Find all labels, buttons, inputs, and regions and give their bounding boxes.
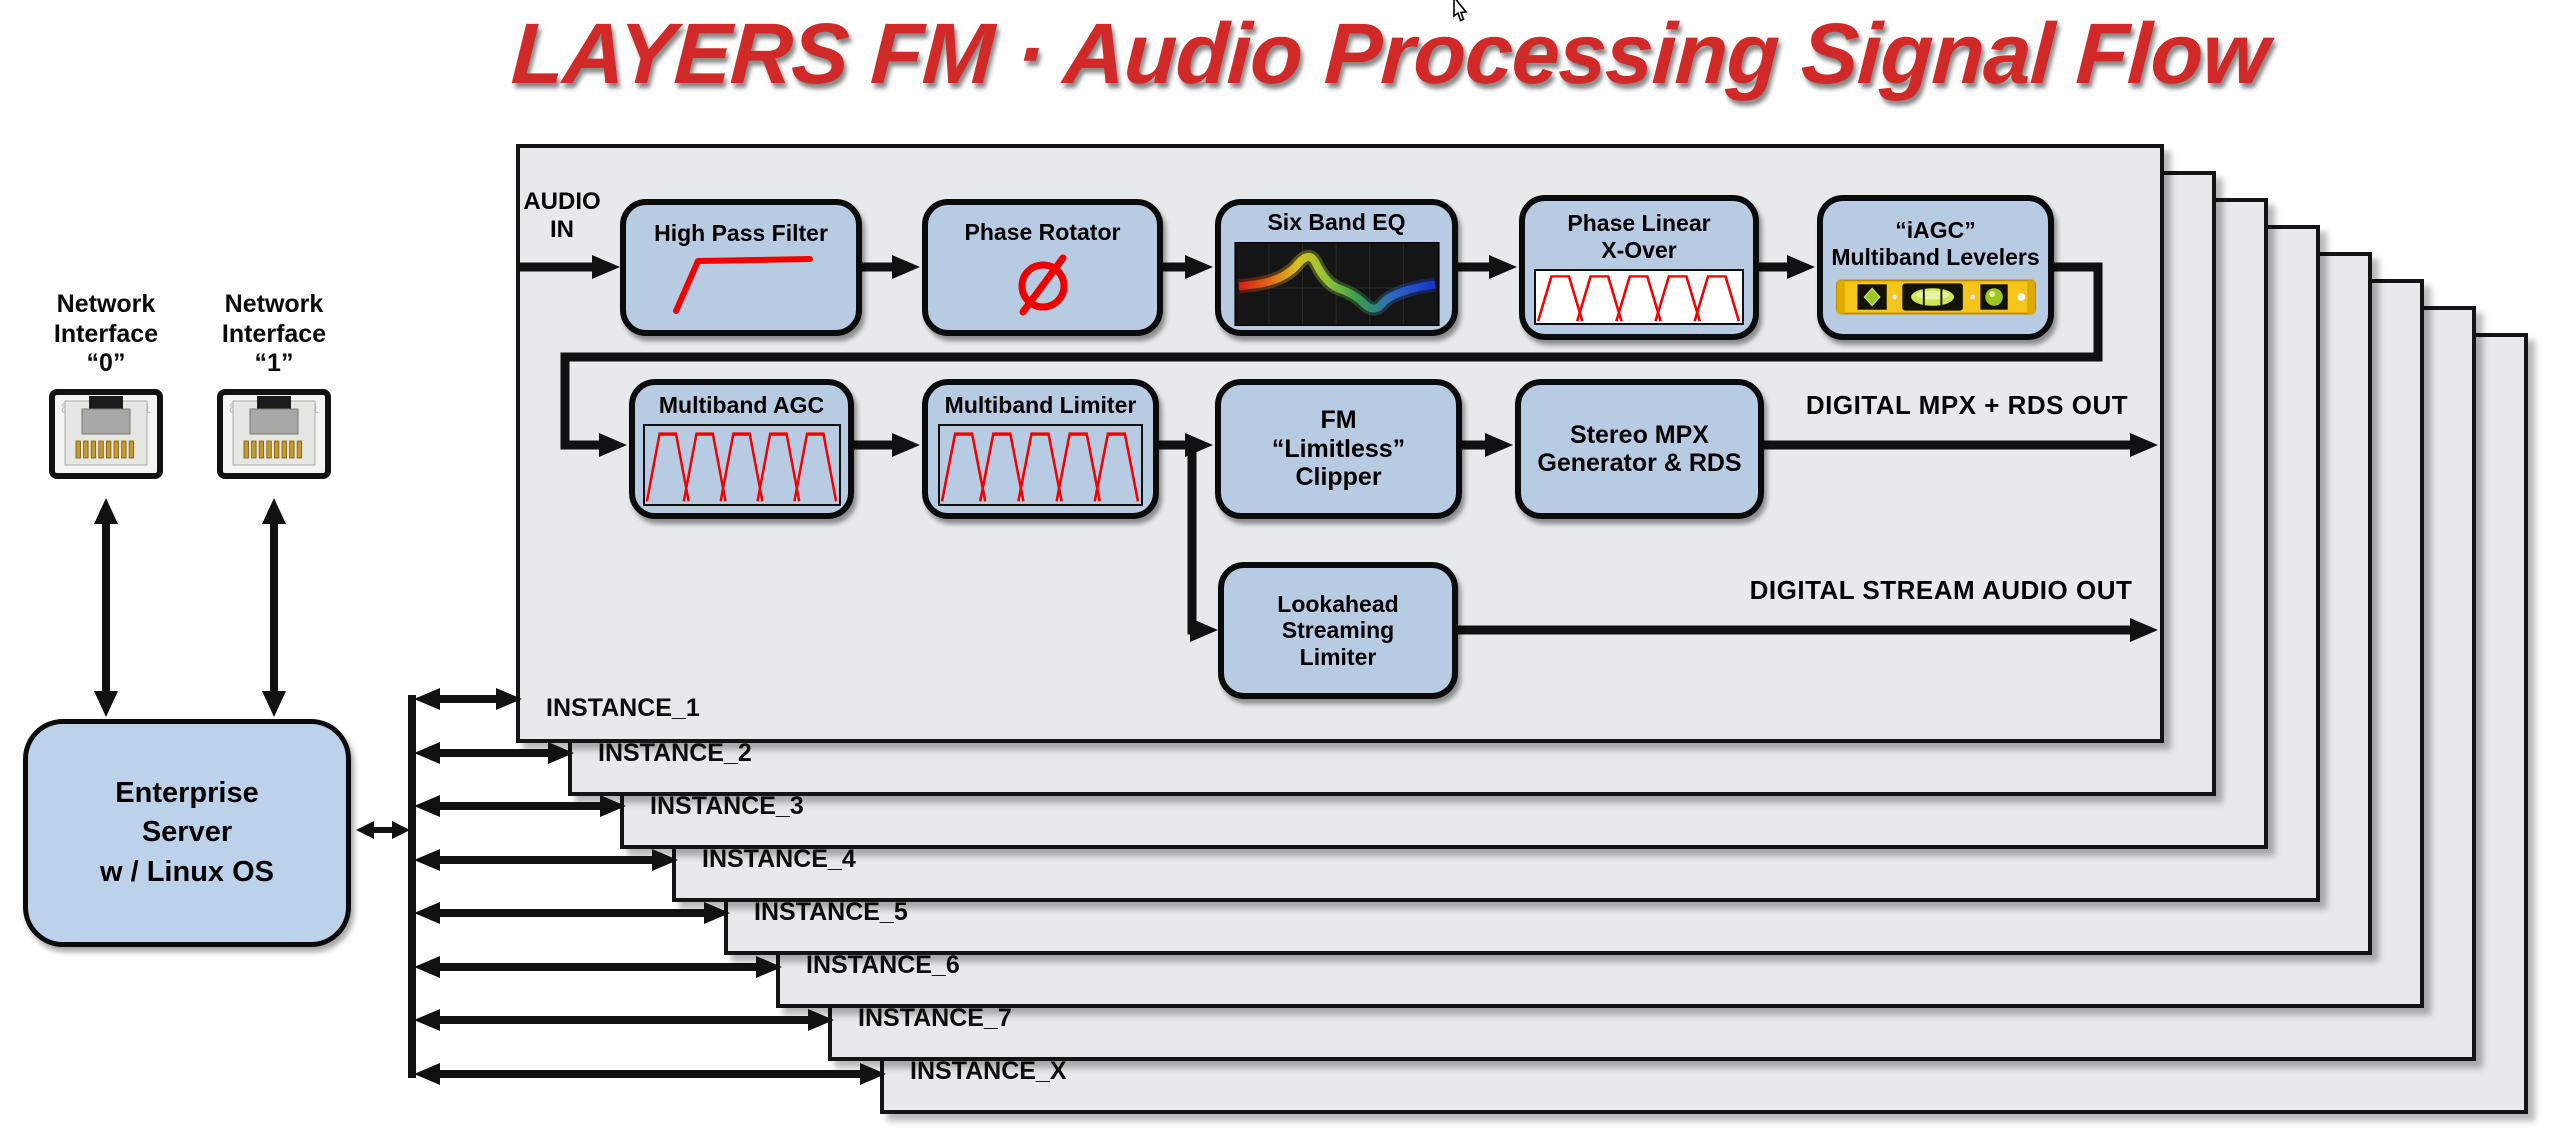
instance-label: INSTANCE_4	[702, 845, 856, 873]
panel-content: AUDIO IN High Pass Filter Phase Rotator …	[516, 144, 2164, 743]
block-iagc-multiband-levelers: “iAGC” Multiband Levelers	[1817, 195, 2054, 340]
digital-stream-audio-out-label: DIGITAL STREAM AUDIO OUT	[1749, 575, 2133, 605]
block-label: Stereo MPX Generator & RDS	[1537, 420, 1742, 478]
crossover-bands-icon	[1534, 268, 1744, 325]
block-label: Lookahead Streaming Limiter	[1277, 591, 1399, 670]
mouse-pointer-icon	[1453, 0, 1468, 22]
network-interface-1: Network Interface “1” 8 1	[204, 290, 344, 484]
instance-label: INSTANCE_7	[858, 1004, 1012, 1032]
block-label: Phase Linear X-Over	[1567, 210, 1711, 263]
block-lookahead-streaming-limiter: Lookahead Streaming Limiter	[1218, 562, 1458, 699]
block-label: FM “Limitless” Clipper	[1271, 406, 1406, 492]
page-title: LAYERS FM · Audio Processing Signal Flow	[509, 6, 2271, 102]
block-six-band-eq: Six Band EQ	[1215, 199, 1458, 336]
block-label: Multiband AGC	[658, 391, 825, 418]
eq-spectrum-icon	[1233, 241, 1440, 326]
block-label: “iAGC” Multiband Levelers	[1831, 217, 2040, 270]
rj45-jack-icon: 8 1	[217, 388, 331, 479]
instance-label: INSTANCE_X	[910, 1057, 1067, 1085]
block-multiband-limiter: Multiband Limiter	[922, 379, 1159, 519]
instance-panel-1: AUDIO IN High Pass Filter Phase Rotator …	[516, 144, 2164, 743]
block-fm-limitless-clipper: FM “Limitless” Clipper	[1215, 379, 1462, 519]
block-label: Multiband Limiter	[944, 391, 1137, 418]
instance-label: INSTANCE_1	[546, 694, 700, 722]
block-stereo-mpx-generator: Stereo MPX Generator & RDS	[1515, 379, 1764, 519]
flow-connector-arrows	[518, 255, 2158, 642]
digital-mpx-rds-out-label: DIGITAL MPX + RDS OUT	[1805, 390, 2129, 420]
crossover-bands-icon	[938, 424, 1143, 507]
block-label: High Pass Filter	[654, 220, 828, 247]
spirit-level-icon	[1835, 279, 2036, 315]
block-high-pass-filter: High Pass Filter	[620, 199, 862, 336]
instance-label: INSTANCE_3	[650, 792, 804, 820]
crossover-bands-icon	[642, 424, 841, 507]
block-multiband-agc: Multiband AGC	[629, 379, 854, 519]
block-phase-rotator: Phase Rotator	[922, 199, 1163, 336]
instance-label: INSTANCE_6	[806, 951, 960, 979]
block-label: Six Band EQ	[1267, 209, 1406, 236]
block-label: Phase Rotator	[964, 219, 1121, 246]
phase-zero-icon	[1018, 254, 1067, 316]
rj45-jack-icon: 8 1	[49, 388, 163, 479]
network-interface-label: Network Interface “0”	[53, 290, 159, 377]
highpass-curve-icon	[673, 255, 813, 314]
enterprise-server-box: Enterprise Server w / Linux OS	[23, 719, 351, 947]
network-interface-0: Network Interface “0” 8 1	[36, 290, 176, 484]
block-phase-linear-xover: Phase Linear X-Over	[1519, 195, 1759, 340]
audio-in-label: AUDIO IN	[523, 188, 601, 243]
instance-label: INSTANCE_5	[754, 898, 908, 926]
instance-label: INSTANCE_2	[598, 739, 752, 767]
network-interface-label: Network Interface “1”	[221, 290, 327, 377]
